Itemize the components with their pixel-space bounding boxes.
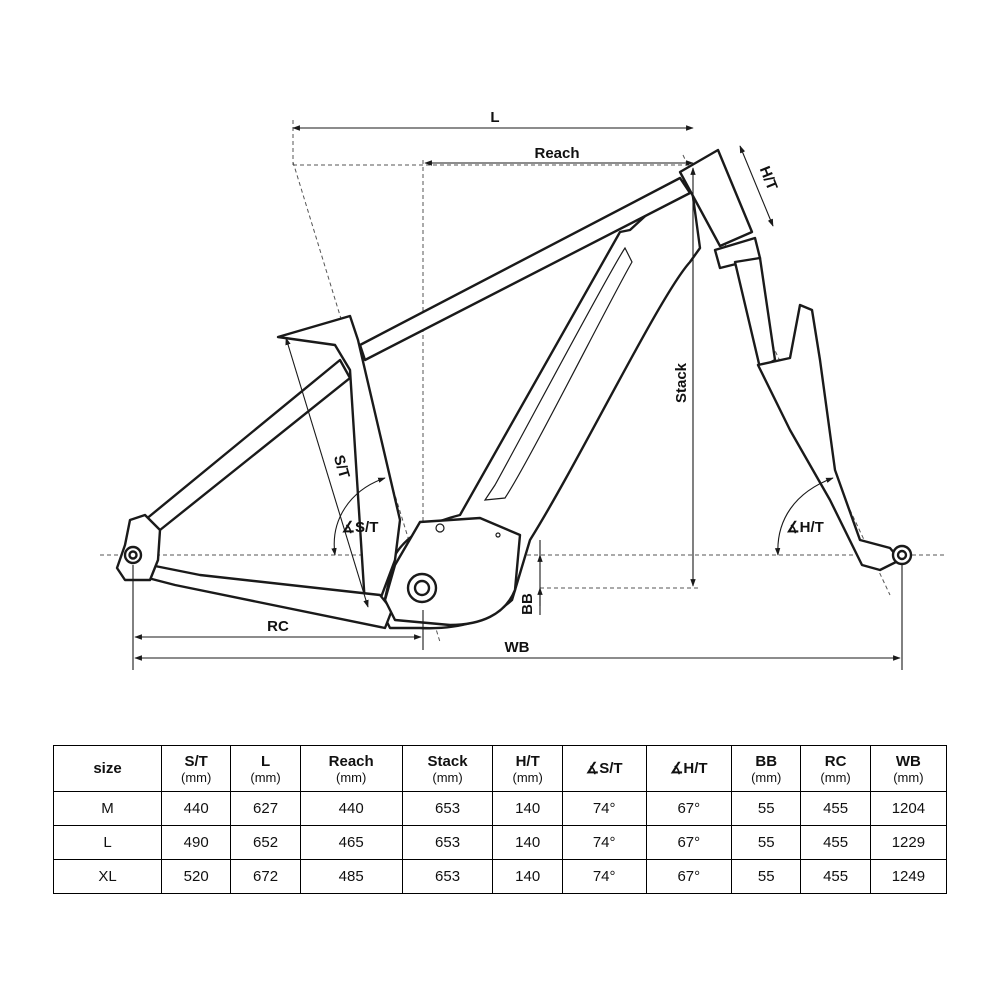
cell-stack: 653 (401, 791, 494, 826)
dim-ht (739, 145, 774, 227)
cell-reach: 465 (299, 825, 403, 860)
header-st-angle: ∡S/T (561, 745, 647, 792)
label-L: L (490, 109, 499, 126)
cell-bb: 55 (731, 825, 802, 860)
cell-st-angle: 74° (561, 859, 647, 894)
table-row: L 490 652 465 653 140 74° 67° 55 455 122… (53, 825, 948, 860)
cell-size: XL (53, 859, 162, 894)
header-l: L(mm) (230, 745, 301, 792)
cell-wb: 1204 (869, 791, 948, 826)
label-rc: RC (267, 618, 289, 635)
chain-stay (146, 563, 394, 630)
cell-l: 672 (230, 859, 301, 894)
seat-stay (143, 358, 352, 532)
head-tube (678, 148, 754, 248)
st-angle-arc (331, 477, 386, 556)
header-reach: Reach(mm) (299, 745, 403, 792)
cell-ht-angle: 67° (645, 825, 733, 860)
label-stack: Stack (673, 362, 690, 403)
header-rc: RC(mm) (800, 745, 871, 792)
cell-ht: 140 (492, 859, 563, 894)
suspension-fork (713, 236, 913, 572)
cell-bb: 55 (731, 791, 802, 826)
header-ht: H/T(mm) (492, 745, 563, 792)
label-bb: BB (519, 593, 536, 615)
label-wb: WB (505, 639, 530, 656)
cell-wb: 1229 (869, 825, 948, 860)
header-stack: Stack(mm) (401, 745, 494, 792)
cell-size: M (53, 791, 162, 826)
rear-dropout (115, 513, 162, 582)
cell-rc: 455 (800, 859, 871, 894)
cell-l: 652 (230, 825, 301, 860)
label-ht-angle: ∡H/T (786, 519, 824, 536)
header-st: S/T(mm) (160, 745, 232, 792)
ht-angle-arc (774, 477, 834, 556)
cell-st-angle: 74° (561, 825, 647, 860)
cell-stack: 653 (401, 859, 494, 894)
table-row: M 440 627 440 653 140 74° 67° 55 455 120… (53, 791, 948, 826)
label-st: S/T (330, 453, 353, 480)
cell-st: 520 (160, 859, 232, 894)
cell-st-angle: 74° (561, 791, 647, 826)
header-wb: WB(mm) (869, 745, 948, 792)
cell-bb: 55 (731, 859, 802, 894)
cell-ht: 140 (492, 791, 563, 826)
header-size: size (53, 745, 162, 792)
cell-st: 490 (160, 825, 232, 860)
header-bb: BB(mm) (731, 745, 802, 792)
cell-rc: 455 (800, 825, 871, 860)
cell-stack: 653 (401, 825, 494, 860)
table-row: XL 520 672 485 653 140 74° 67° 55 455 12… (53, 859, 948, 894)
label-st-angle: ∡S/T (342, 519, 379, 536)
bike-frame (115, 148, 754, 630)
cell-ht: 140 (492, 825, 563, 860)
header-ht-angle: ∡H/T (645, 745, 733, 792)
cell-st: 440 (160, 791, 232, 826)
fork-stanchion (733, 256, 777, 370)
table-header-row: size S/T(mm) L(mm) Reach(mm) Stack(mm) H… (53, 745, 948, 792)
cell-l: 627 (230, 791, 301, 826)
dim-st (285, 337, 369, 608)
cell-wb: 1249 (869, 859, 948, 894)
cell-ht-angle: 67° (645, 859, 733, 894)
bike-geometry-diagram: L Reach Stack H/T S/T ∡S/T ∡H/T BB RC WB (100, 109, 945, 670)
label-ht: H/T (756, 164, 781, 193)
cell-ht-angle: 67° (645, 791, 733, 826)
cell-rc: 455 (800, 791, 871, 826)
geometry-table: size S/T(mm) L(mm) Reach(mm) Stack(mm) H… (53, 745, 948, 894)
fork-lower (756, 303, 902, 572)
cell-reach: 485 (299, 859, 403, 894)
cell-size: L (53, 825, 162, 860)
cell-reach: 440 (299, 791, 403, 826)
battery-outline (483, 246, 633, 501)
label-reach: Reach (534, 145, 579, 162)
